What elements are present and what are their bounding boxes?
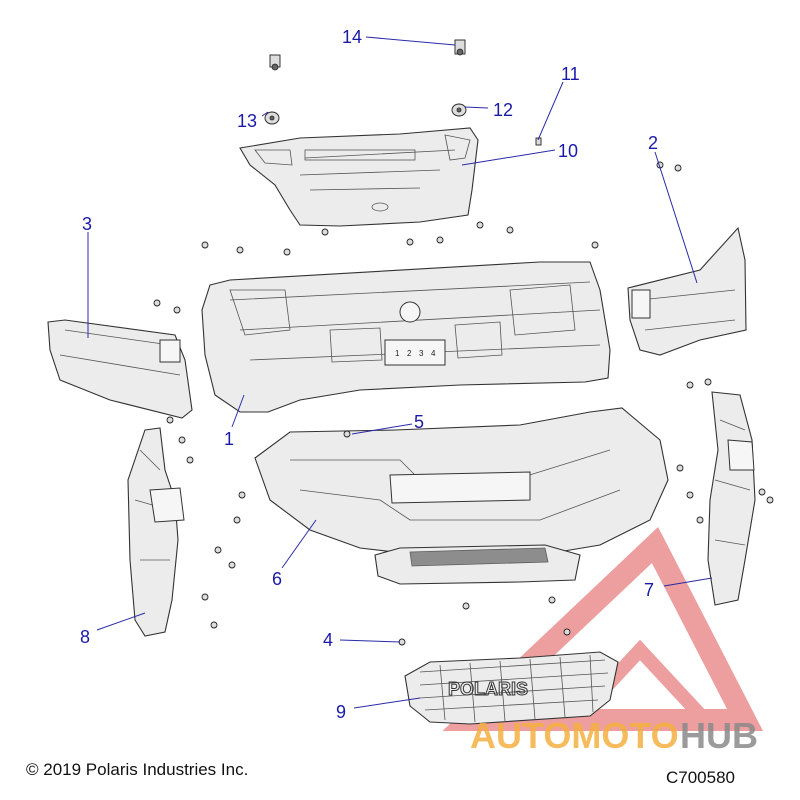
bulkhead-mark-1: 1: [395, 349, 400, 358]
part-6-front-bumper: [254, 407, 669, 585]
fastener-5: [343, 430, 351, 438]
callout-12: 12: [493, 100, 513, 120]
callout-8: 8: [80, 627, 90, 647]
part-2-right-panel: [627, 226, 747, 356]
watermark-text-b: HUB: [680, 715, 758, 756]
callout-13: 13: [237, 111, 257, 131]
callout-4: 4: [323, 630, 333, 650]
bulkhead-mark-2: 2: [407, 349, 412, 358]
callout-10: 10: [558, 141, 578, 161]
callout-6: 6: [272, 569, 282, 589]
part-7-right-fender: [707, 391, 756, 606]
callout-7: 7: [644, 580, 654, 600]
copyright-notice: © 2019 Polaris Industries Inc.: [26, 760, 249, 779]
callout-1: 1: [224, 429, 234, 449]
fastener-13: [264, 111, 280, 125]
fastener-14: [454, 39, 466, 56]
callout-14: 14: [342, 27, 362, 47]
fastener-pushpins: [153, 161, 774, 636]
bulkhead-markings: 1 2 3 4: [395, 349, 436, 358]
part-9-grille: POLARIS: [404, 651, 619, 725]
drawing-code: C700580: [666, 768, 736, 787]
fastener-top-left: [269, 54, 281, 71]
part-3-left-panel: [47, 319, 193, 419]
bulkhead-mark-4: 4: [431, 349, 436, 358]
callout-2: 2: [648, 133, 658, 153]
part-1-bulkhead: [201, 261, 611, 413]
callout-9: 9: [336, 702, 346, 722]
watermark-text: AUTOMOTO HUB: [470, 715, 758, 756]
bulkhead-mark-3: 3: [419, 349, 424, 358]
callout-11: 11: [561, 64, 580, 84]
part-10-hood: [239, 127, 479, 227]
part-8-left-fender: [127, 427, 185, 637]
fasteners: [153, 39, 774, 646]
grille-logo: POLARIS: [448, 679, 528, 699]
callout-3: 3: [82, 214, 92, 234]
callout-labels: 14 13 12 11 10 2 3 1 5 6 7 8 4 9: [80, 27, 658, 722]
leader-lines: [87, 36, 713, 709]
watermark-text-a: AUTOMOTO: [470, 715, 679, 756]
callout-5: 5: [414, 412, 424, 432]
fastener-12: [451, 103, 467, 117]
